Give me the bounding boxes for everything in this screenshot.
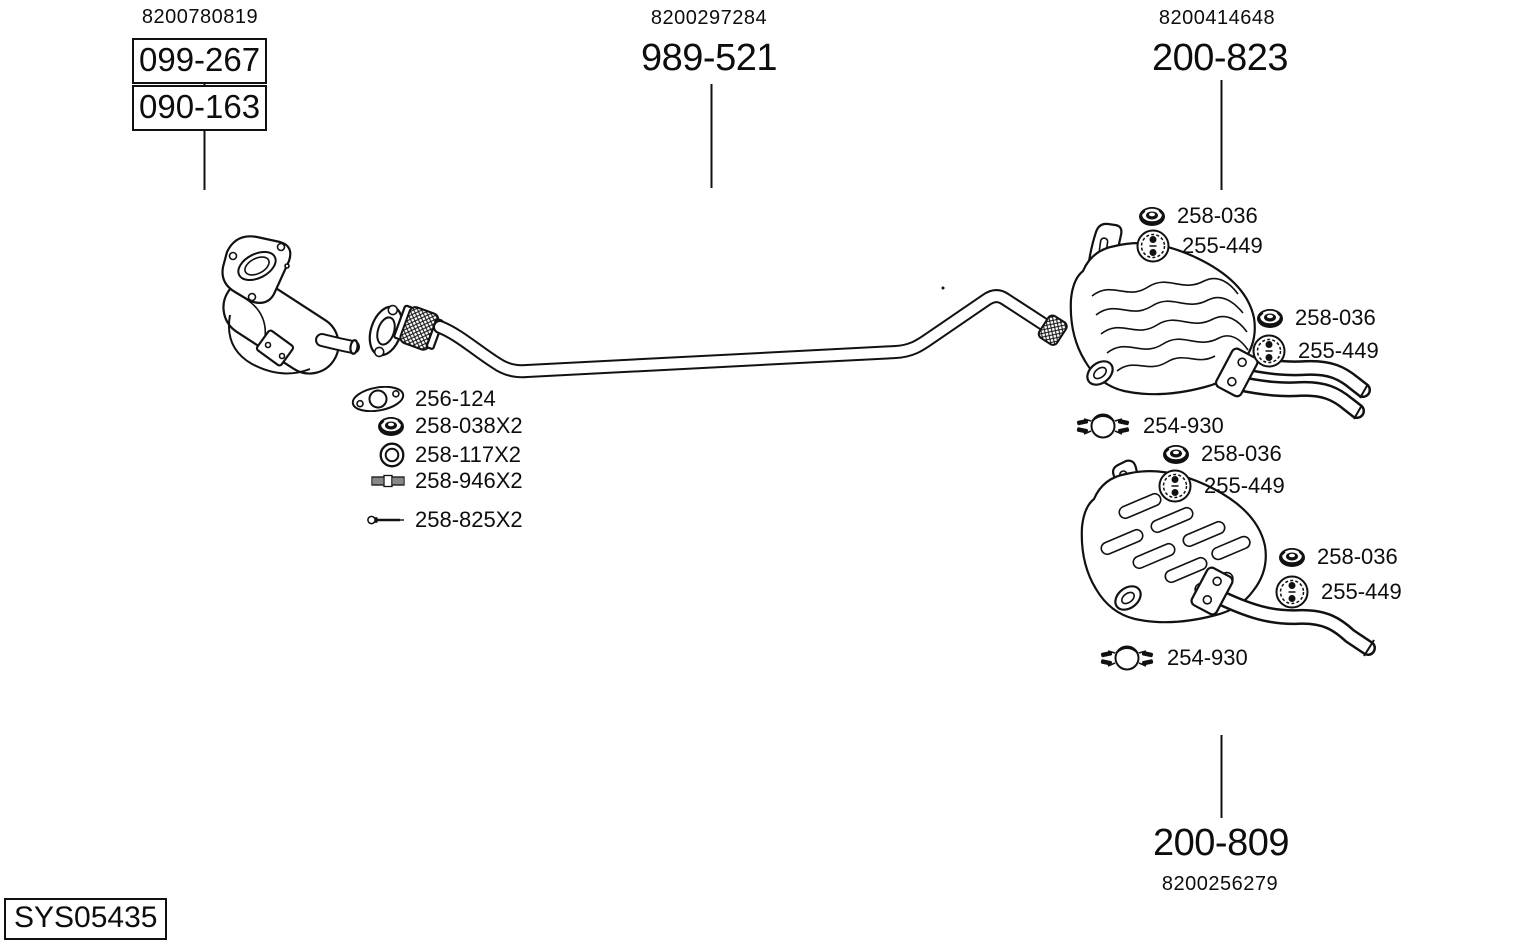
hanger-icon [1157,469,1193,503]
outlet-plate [1190,566,1234,616]
legend-row: 258-946X2 [348,466,523,496]
muffler-inlet [1114,585,1142,611]
muffler-inlet [1086,360,1114,386]
ring-icon [379,442,405,468]
callout-label: 258-036 [1317,544,1398,569]
nut-icon [1256,307,1284,329]
callout-label: 258-036 [1295,305,1376,330]
callout-row: 258-036 [1138,198,1258,234]
catalytic-converter [221,235,360,375]
legend-row: 258-117X2 [348,440,521,470]
callout-row: 255-449 [1251,333,1379,369]
legend-label: 258-038X2 [415,413,523,438]
rear-muffler-lower [1080,459,1376,657]
clamp-icon [1098,644,1156,672]
oe-ref-center: 8200297284 [650,7,768,29]
nut-icon [1278,546,1306,568]
callout-label: 254-930 [1143,413,1224,438]
outlet-plate [1214,347,1259,398]
callout-row: 258-036 [1278,539,1398,575]
hanger-icon [1274,575,1310,609]
flex-pipe [393,304,444,351]
hanger-icon [1251,334,1287,368]
callout-row: 255-449 [1157,468,1285,504]
callout-row: 255-449 [1135,228,1263,264]
callout-label: 254-930 [1167,645,1248,670]
legend-row: 258-825X2 [348,505,523,535]
part-number-center: 989-521 [641,37,777,79]
part-number-right: 200-823 [1152,37,1288,79]
callout-row: 254-930 [1074,408,1224,444]
speck [941,286,945,290]
bolt-icon [367,514,405,526]
legend-row: 256-124 [348,384,496,414]
middle-pipe [433,289,1068,379]
gasket-icon [351,386,405,412]
legend-row: 258-038X2 [348,411,523,441]
legend-label: 256-124 [415,386,496,411]
part-number-box-bottom: 090-163 [132,85,268,131]
rear-muffler-upper [1069,222,1371,420]
callout-row: 255-449 [1274,574,1402,610]
part-number-box-top: 099-267 [132,38,268,84]
hanger-icon [1135,229,1171,263]
legend-label: 258-117X2 [415,442,522,467]
callout-row: 258-036 [1162,436,1282,472]
callout-label: 258-036 [1201,441,1282,466]
callout-row: 254-930 [1098,640,1248,676]
callout-label: 255-449 [1321,579,1402,604]
callout-label: 258-036 [1177,203,1258,228]
callout-label: 255-449 [1182,233,1263,258]
nut-icon [1162,443,1190,465]
callout-row: 258-036 [1256,300,1376,336]
legend-label: 258-825X2 [415,507,523,532]
oe-ref-right: 8200414648 [1158,7,1276,29]
nut-icon [377,415,405,437]
callout-label: 255-449 [1298,338,1379,363]
legend-label: 258-946X2 [415,468,523,493]
callout-label: 255-449 [1204,473,1285,498]
system-code-box: SYS05435 [4,898,168,940]
stud-icon [371,474,405,488]
nut-icon [1138,205,1166,227]
oe-ref-left: 8200780819 [141,6,259,28]
oe-ref-bottom: 8200256279 [1161,873,1279,895]
clamp-icon [1074,412,1132,440]
part-number-bottom: 200-809 [1153,822,1289,864]
